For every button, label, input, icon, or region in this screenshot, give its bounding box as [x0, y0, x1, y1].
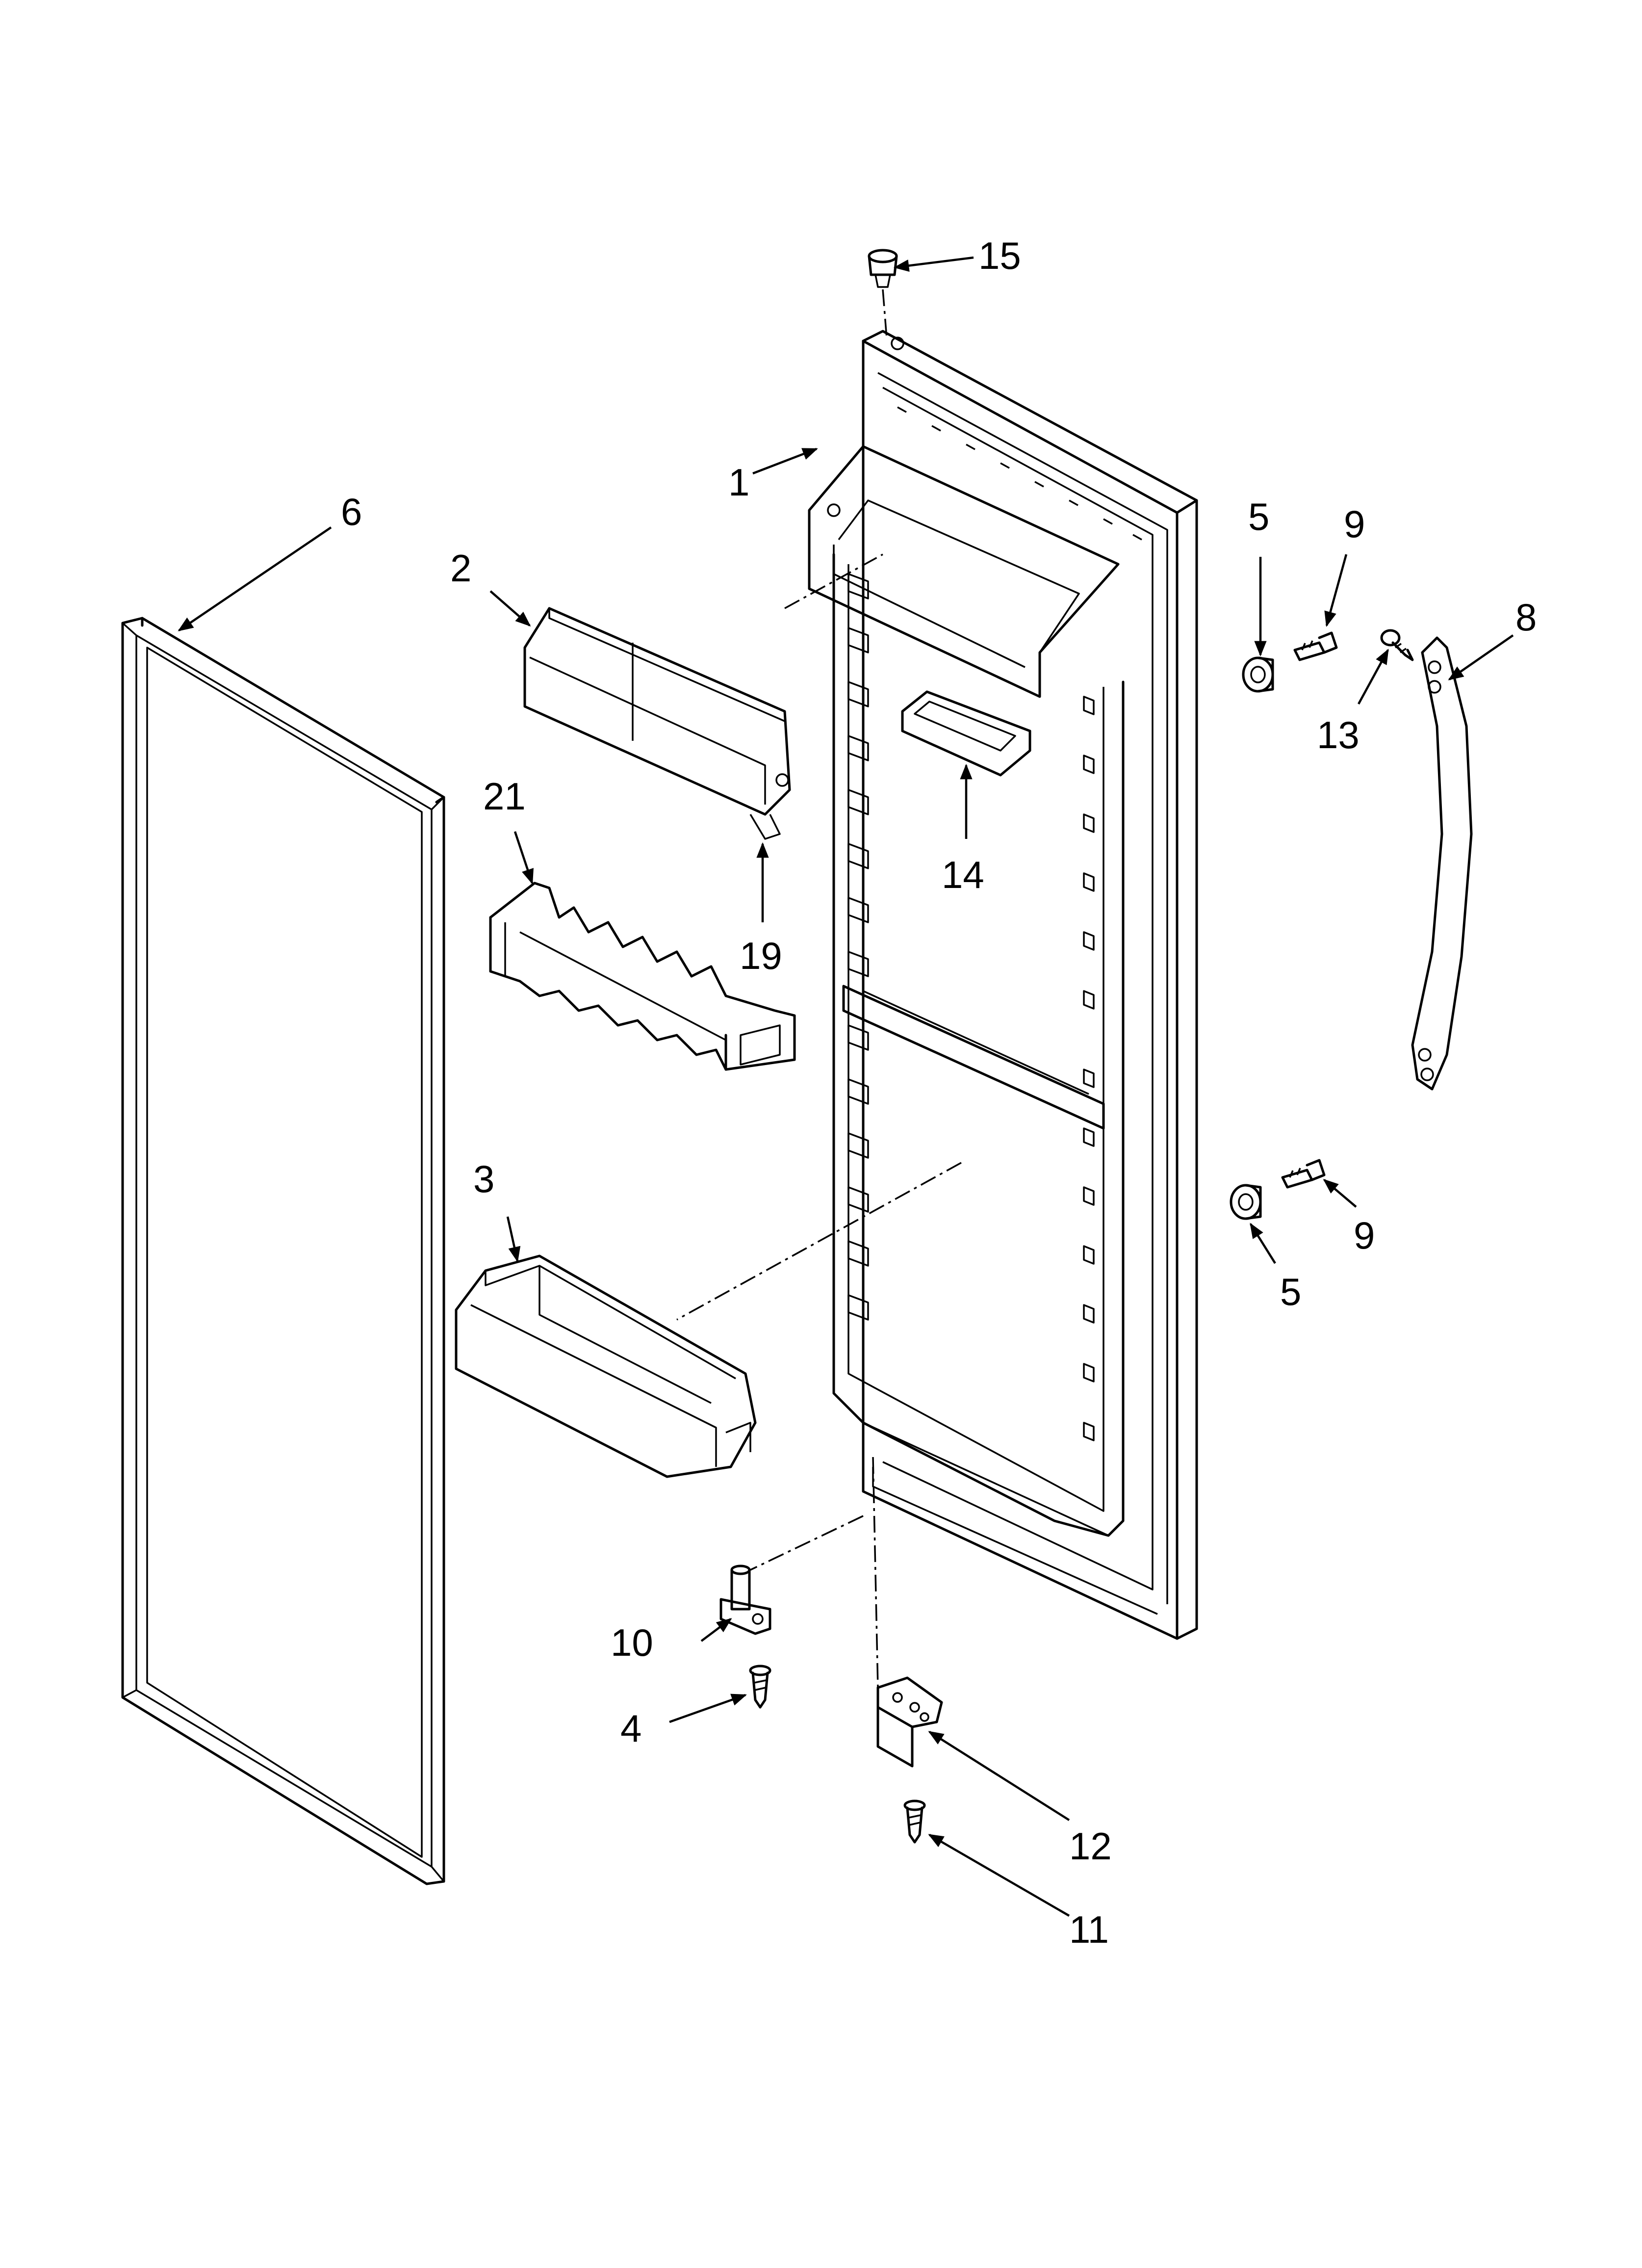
leader-11: [928, 1834, 1070, 1917]
leader-1: [752, 447, 818, 475]
leader-8: [1448, 634, 1514, 680]
handle-screw-upper: [1293, 631, 1338, 661]
callout-10: 10: [611, 1621, 653, 1664]
callout-14: 14: [942, 853, 984, 896]
leader-9-lower: [1323, 1178, 1357, 1208]
left-shelf-rail: [847, 573, 869, 1321]
gasket-track-dashes: [897, 406, 1142, 541]
bottom-hinge: [719, 1564, 771, 1635]
callout-9-upper: 9: [1344, 502, 1365, 546]
callout-5-lower: 5: [1280, 1270, 1301, 1313]
leader-12: [928, 1731, 1070, 1821]
leader-10: [700, 1618, 732, 1642]
handle-screw-13: [1380, 629, 1414, 661]
door-bin: [455, 1254, 757, 1478]
callout-5-upper: 5: [1248, 495, 1269, 538]
callout-2: 2: [450, 547, 471, 590]
callout-13: 13: [1317, 713, 1360, 756]
callout-4: 4: [620, 1707, 641, 1750]
hinge-pin-cap: [868, 249, 898, 339]
callout-1: 1: [728, 461, 749, 504]
leader-6: [178, 526, 332, 631]
leader-5-lower: [1250, 1223, 1276, 1264]
handle-screw-lower: [1281, 1159, 1326, 1189]
assembly-lines: [676, 553, 962, 1688]
leader-13: [1358, 649, 1389, 705]
callout-labels: 15 1 6 2 21 19 14 3 10 4 12 11 5 9 13 8 …: [341, 234, 1537, 1951]
handle-spacer-lower: [1230, 1184, 1262, 1220]
door-handle: [1411, 636, 1473, 1091]
utility-bin: [901, 690, 1031, 777]
hinge-plate: [876, 1676, 943, 1768]
callout-12: 12: [1069, 1825, 1112, 1868]
callout-19: 19: [740, 934, 782, 977]
handle-spacer-upper: [1242, 656, 1274, 693]
hinge-screw: [749, 1665, 771, 1709]
callout-8: 8: [1515, 596, 1537, 639]
leader-3: [506, 1216, 521, 1263]
leader-arrows: [178, 256, 1514, 1917]
callout-9-lower: 9: [1354, 1214, 1375, 1257]
door-gasket: [121, 617, 445, 1885]
callout-11: 11: [1069, 1908, 1109, 1951]
leader-21: [513, 831, 534, 885]
leader-2: [489, 590, 531, 627]
leader-4: [669, 1694, 747, 1723]
leader-9-upper: [1324, 554, 1348, 627]
leader-15: [893, 256, 974, 272]
dairy-door: [523, 607, 791, 840]
callout-6: 6: [341, 490, 362, 533]
plate-screw: [903, 1799, 926, 1844]
egg-tray: [489, 882, 796, 1071]
door-liner: [808, 330, 1198, 1640]
callout-3: 3: [473, 1157, 494, 1200]
callout-21: 21: [483, 775, 526, 818]
callout-15: 15: [978, 234, 1021, 277]
right-shelf-rail: [1083, 696, 1095, 1441]
